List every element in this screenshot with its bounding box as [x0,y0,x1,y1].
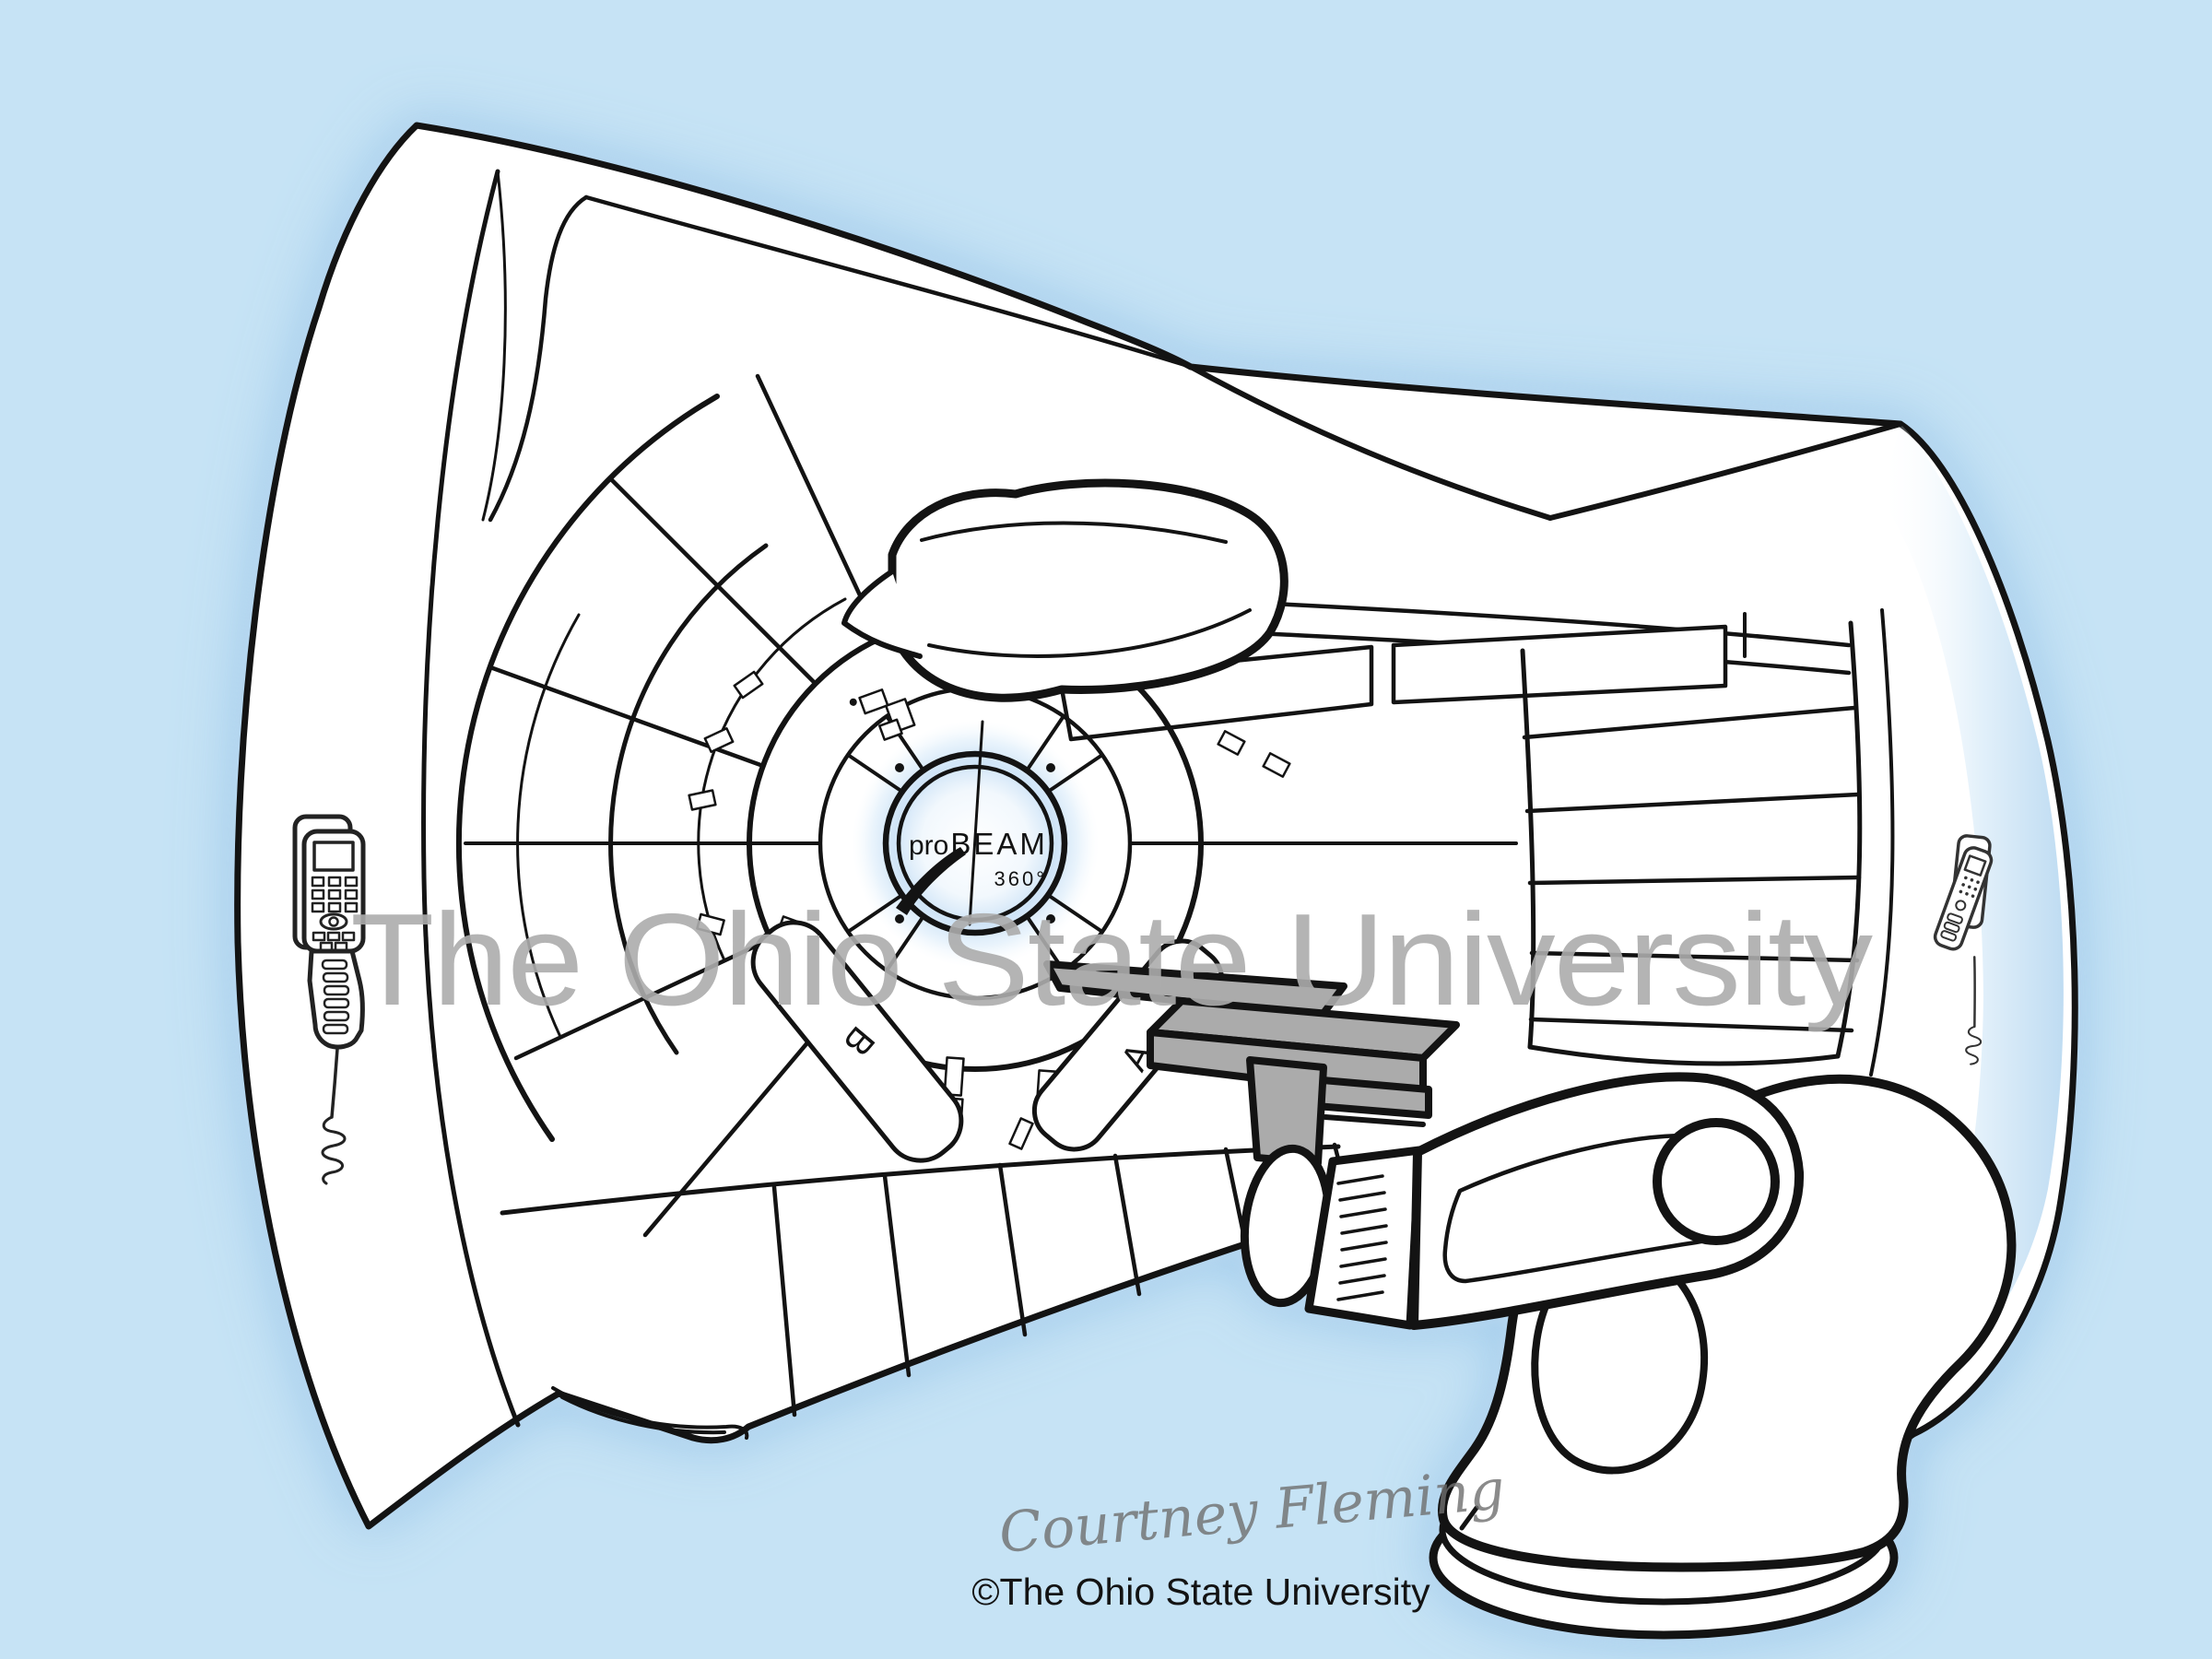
pendant-right-coil [1965,1025,1983,1065]
louver-slat-5 [1528,1017,1854,1033]
gantry-bore: proBEAM 360° [747,615,1204,1072]
ring-corner-dots [895,763,1055,924]
pendant-cord-coil [321,1115,347,1185]
louver-slat-1 [1522,705,1857,740]
louver-slat-2 [1524,792,1861,814]
louver-slat-3 [1527,875,1862,886]
couch-ledge-seam [1323,1114,1426,1127]
fin-underside [1188,364,1553,521]
pendant-handle-slots [321,959,350,1035]
beam-swoosh-icon [896,847,966,915]
probeam-logo: proBEAM 360° [896,720,1048,926]
floor-flag [1008,1117,1034,1150]
right-rim-glow [1880,424,2064,1419]
walkway-divider-2 [882,1173,912,1378]
pendant-keypad [311,876,359,952]
bore-arc-r497 [516,613,581,1039]
ceiling-panel-left-edge [488,194,589,523]
arm-base-seam [1459,1505,1479,1531]
robotic-arm [1240,1072,2017,1640]
beam-line-icon [968,720,984,926]
arm-joint-crescent [1759,1142,1779,1205]
bore-arc-r300 [697,597,847,962]
hand-pendant-right [1933,834,1994,1065]
pendant-right-screen [1963,854,1987,877]
arm-ribbed-collar [1304,1146,1424,1330]
walkway-divider-3 [997,1162,1028,1337]
front-band-seam [481,170,507,522]
louver-wall-bottom [1527,1044,1841,1066]
logo-circle [896,764,1054,923]
fin-inner-edge [1547,421,1903,521]
louver-slat-4 [1529,950,1860,963]
panel-b-plate [750,920,964,1163]
walkway-divider-4 [1112,1153,1142,1297]
hand-pendant-left [292,814,366,1185]
walkway-divider-1 [771,1184,797,1418]
pendant-right-keys [1959,876,1980,899]
radial-seam-5 [642,1014,832,1238]
radial-seam-4 [513,936,773,1061]
treatment-couch [1043,960,1460,1167]
nozzle-cushion [841,478,1288,702]
louver-wall-left-edge [1520,648,1536,1050]
pendant-right-cord [1972,956,1976,1029]
front-band-inner-edge [421,169,521,1428]
bore-arc-r560 [455,394,720,1142]
radial-seam-2 [607,476,818,687]
watermark: The Ohio State University [350,887,1873,1033]
walkway-top-seam [500,1144,1341,1216]
logo-sub-text: 360° [994,867,1047,890]
ceiling-panel-top-edge [583,194,1188,368]
bottom-flap-inner [560,1395,726,1435]
cushion-body [888,478,1288,702]
right-rim-inner-2 [1869,608,1895,1077]
pendant-right-dpad [1955,900,1967,912]
pendant-cord [330,1047,339,1119]
logo-pro: pro [909,830,948,861]
cushion-crease-1 [920,521,1228,544]
right-rim-inner-1 [1835,620,1863,1059]
ring-bracket-cluster [849,688,916,741]
copyright-text: ©The Ohio State University [971,1571,1430,1613]
logo-text: proBEAM [909,827,1048,861]
logo-beam: BEAM [950,827,1048,861]
bottom-flap-outer [551,1386,749,1440]
cushion-crease-2 [927,608,1252,658]
pendant-screen [312,841,355,872]
beam-ring [882,750,1068,936]
pendant-right-slots [1940,912,1963,942]
arm-joint-hub [1653,1118,1780,1245]
cushion-chin [841,569,923,659]
bore-arc-r395 [608,543,769,1055]
ceiling-wedge-panel-2 [1391,624,1728,705]
probeam-machine: proBEAM 360° [234,122,2078,1640]
